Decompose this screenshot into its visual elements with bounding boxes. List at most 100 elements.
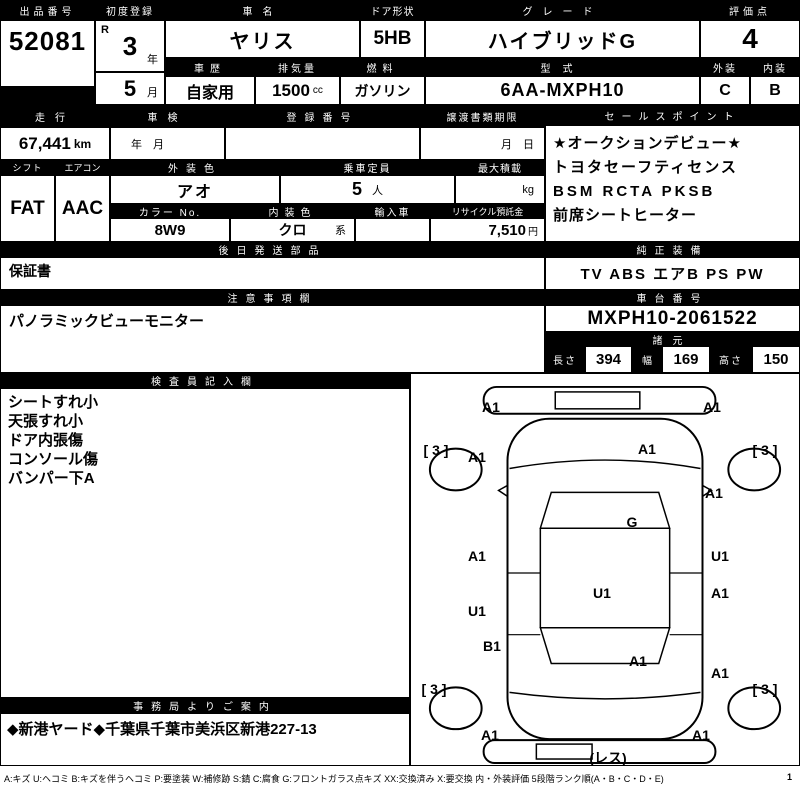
inspector-notes-box: シートすれ小 天張すれ小 ドア内張傷 コンソール傷 バンパー下A [0,388,410,698]
registration-year: 3 [122,30,138,61]
car-name-header: 車名 [165,0,360,20]
inspector-note-line: シートすれ小 [8,394,99,411]
damage-mark: U1 [711,548,729,564]
trunk-line [509,691,701,700]
damage-mark: A1 [468,449,486,465]
registration-no-header: 登録番号 [225,105,420,127]
width-label: 幅 [632,346,662,373]
height-label: 高さ [710,346,752,373]
damage-mark: B1 [483,638,501,654]
damage-mark: G [626,514,638,530]
displacement-unit: cc [312,85,323,96]
transfer-deadline-value-empty: 月 日 [420,127,545,160]
legend-row: A:キズ U:ヘコミ B:キズを伴うヘコミ P:要塗装 W:補修跡 S:錆 C:… [0,766,800,800]
max-load-header: 最大積載 [455,160,545,175]
damage-mark: A1 [629,653,647,669]
damage-mark: A1 [711,665,729,681]
inspector-note-line: コンソール傷 [8,451,99,468]
era-code: R [101,24,109,36]
mileage-value: 67,441 km [0,127,110,160]
damage-mark: A1 [711,585,729,601]
wheel-right-front [727,447,782,492]
car-history-header: 車歴 [165,58,255,76]
mileage-unit: km [73,136,92,151]
car-name-value: ヤリス [165,20,360,58]
damage-mark: A1 [468,548,486,564]
interior-color-suffix: 系 [335,225,346,237]
displacement-number: 1500 [272,80,310,100]
capacity-unit: 人 [372,184,383,197]
exterior-color-value: アオ [110,175,280,204]
inspection-value-empty: 年 月 [110,127,225,160]
sales-point-line: 前席シートヒーター [553,207,698,224]
sales-points-box: ★オークションデビュー★ トヨタセーフティセンス BSM RCTA PKSB 前… [545,125,800,242]
interior-grade-value: B [750,76,800,105]
caution-value: パノラミックビューモニター [0,305,545,373]
year-unit-label: 年 [147,54,158,66]
interior-color-name: クロ [278,222,307,238]
shift-value: FAT [0,175,55,242]
score-header: 評価点 [700,0,800,20]
rear-window [539,626,671,665]
damage-mark: U1 [468,603,486,619]
door-shape-value: 5HB [360,20,425,58]
import-value-empty [355,218,430,242]
recycle-deposit-value: 7,510 円 [430,218,545,242]
recycle-number: 7,510 [488,221,526,239]
shift-header: シフト [0,160,55,175]
sales-points-header: セールスポイント [545,105,800,125]
inspector-note-line: ドア内張傷 [8,432,84,449]
bottom-bumper [482,739,717,764]
damage-mark: [ 3 ] [752,681,778,697]
capacity-value: 5 人 [280,175,455,204]
capacity-header: 乗車定員 [280,160,455,175]
color-no-header: カラー No. [110,204,230,218]
office-info-header: 事務局よりご案内 [0,698,410,713]
black-strip [0,87,95,105]
displacement-value: 1500 cc [255,76,340,105]
exterior-color-header: 外装色 [110,160,280,175]
fuel-value: ガソリン [340,76,425,105]
equipment-header: 純正装備 [545,242,800,257]
damage-mark: A1 [638,441,656,457]
model-code-value: 6AA-MXPH10 [425,76,700,105]
sales-point-line: ★オークションデビュー★ [553,135,742,152]
damage-mark: A1 [482,399,500,415]
score-value: 4 [700,20,800,58]
import-header: 輸入車 [355,204,430,218]
damage-mark: [ 3 ] [752,442,778,458]
legend-text: A:キズ U:ヘコミ B:キズを伴うヘコミ P:要塗装 W:補修跡 S:錆 C:… [4,774,664,784]
max-load-value-empty: kg [455,175,545,204]
first-registration-year-cell: R 3 年 [95,20,165,72]
car-history-value: 自家用 [165,76,255,105]
length-value: 394 [585,346,632,373]
color-no-value: 8W9 [110,218,230,242]
door-lines [507,572,703,636]
width-value: 169 [662,346,710,373]
office-info-value: ◆新港ヤード◆千葉県千葉市美浜区新港227-13 [0,713,410,766]
wheel-left-front [428,447,483,492]
sales-point-line: BSM RCTA PKSB [553,183,716,200]
registration-month: 5 [123,75,137,101]
inspection-header: 車検 [110,105,225,127]
roof-rails [539,528,671,628]
displacement-header: 排気量 [255,58,340,76]
grade-header: グレード [425,0,700,20]
interior-color-value: クロ 系 [230,218,355,242]
inspector-notes-header: 検査員記入欄 [0,373,410,388]
wheel-right-rear [727,686,782,731]
mileage-header: 走行 [0,105,110,127]
length-label: 長さ [545,346,585,373]
fuel-header: 燃料 [340,58,425,76]
caution-header: 注意事項欄 [0,290,545,305]
top-plate [554,391,641,410]
damage-mark: U1 [593,585,611,601]
later-parts-header: 後日発送部品 [0,242,545,257]
later-parts-value: 保証書 [0,257,545,290]
model-code-header: 型式 [425,58,700,76]
side-mirrors [497,484,713,497]
month-unit-label: 月 [147,87,158,99]
